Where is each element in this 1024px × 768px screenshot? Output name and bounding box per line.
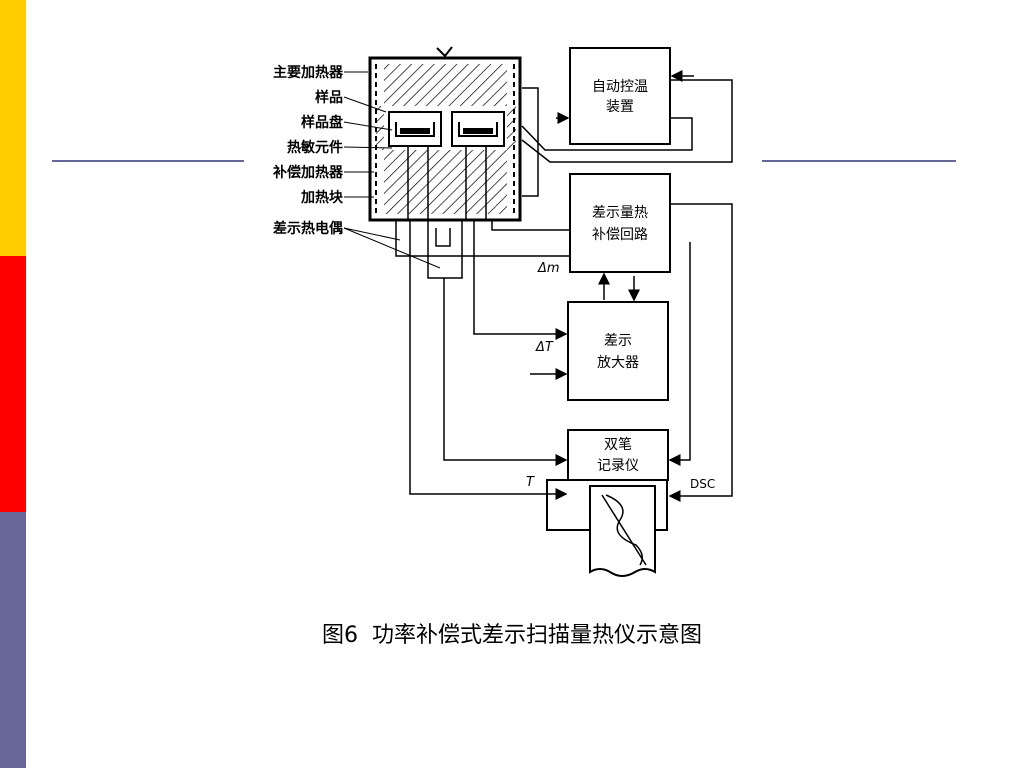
figure-caption: 图6 功率补偿式差示扫描量热仪示意图 xyxy=(0,617,1024,649)
signal-dsc: DSC xyxy=(690,477,715,491)
accent-bar-slate xyxy=(0,512,26,768)
label-thermistor: 热敏元件 xyxy=(287,139,343,156)
accent-bar-yellow xyxy=(0,0,26,256)
label-differential-thermocouple: 差示热电偶 xyxy=(273,220,343,237)
side-labels: 主要加热器 样品 样品盘 热敏元件 补偿加热器 加热块 差示热电偶 xyxy=(272,64,344,237)
signal-dm: Δm xyxy=(537,261,560,276)
divider-left xyxy=(52,160,244,162)
label-sample-pan: 样品盘 xyxy=(301,114,343,131)
temp-control-line1: 自动控温 xyxy=(592,79,648,95)
comp-circuit-line2: 补偿回路 xyxy=(592,227,648,243)
instrument-blocks xyxy=(567,47,671,481)
recorder-line2: 记录仪 xyxy=(597,458,639,474)
signal-t: T xyxy=(526,475,535,490)
amplifier-line1: 差示 xyxy=(604,333,632,349)
label-sample: 样品 xyxy=(315,89,343,106)
label-heating-block: 加热块 xyxy=(300,189,344,206)
label-compensation-heater: 补偿加热器 xyxy=(272,164,344,181)
divider-right xyxy=(762,160,956,162)
caption-figure-number: 图6 xyxy=(321,623,358,648)
label-main-heater: 主要加热器 xyxy=(273,64,344,81)
block-labels: 自动控温 装置 差示量热 补偿回路 差示 放大器 双笔 记录仪 xyxy=(592,79,648,474)
signal-dt: ΔT xyxy=(535,340,554,355)
recorder-line1: 双笔 xyxy=(604,437,632,453)
comp-circuit-line1: 差示量热 xyxy=(592,205,648,221)
amplifier-line2: 放大器 xyxy=(597,355,639,371)
chart-paper xyxy=(546,479,668,577)
temp-control-line2: 装置 xyxy=(606,99,634,115)
signal-wiring xyxy=(395,70,733,502)
furnace-assembly xyxy=(343,46,522,279)
caption-text: 功率补偿式差示扫描量热仪示意图 xyxy=(371,623,702,648)
accent-bar-red xyxy=(0,256,26,512)
signal-labels: Δm ΔT T DSC xyxy=(526,261,715,491)
